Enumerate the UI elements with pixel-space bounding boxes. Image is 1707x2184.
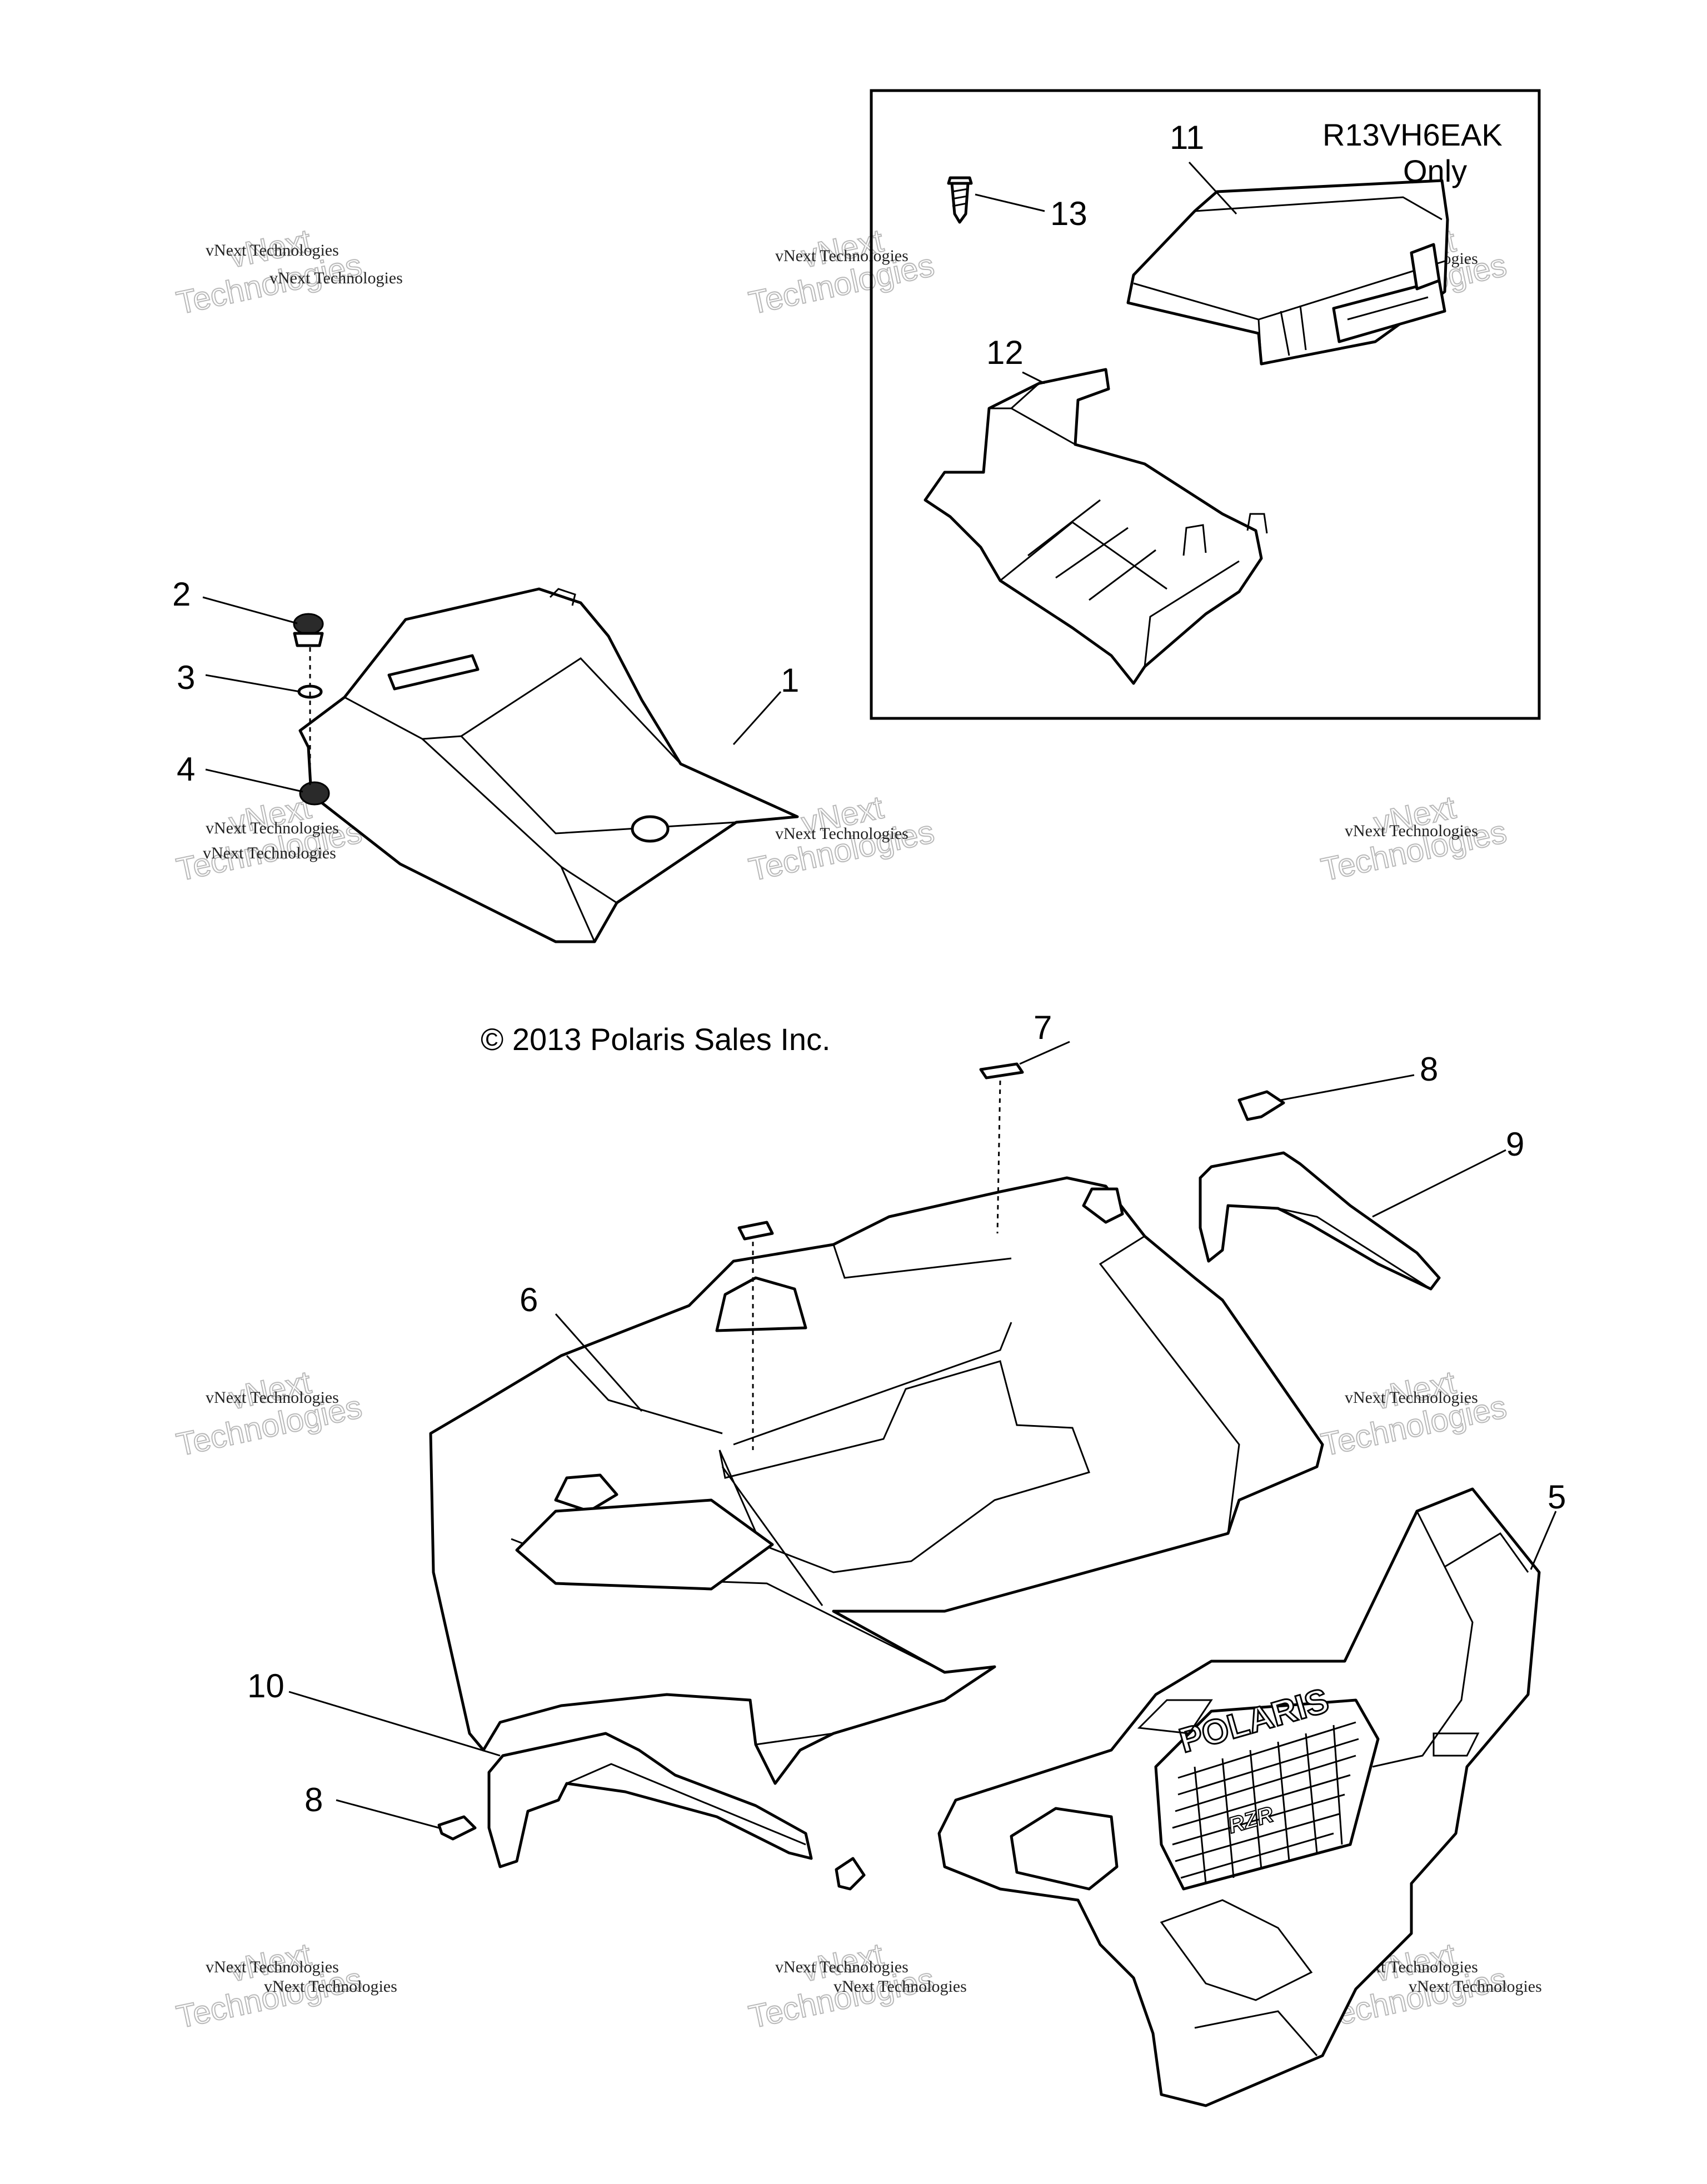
svg-text:vNext Technologies: vNext Technologies — [206, 819, 339, 837]
callout-12: 12 — [986, 334, 1024, 371]
callout-7: 7 — [1034, 1009, 1052, 1046]
part-6-hood — [429, 1176, 1324, 1785]
svg-text:vNext Technologies: vNext Technologies — [1345, 1388, 1478, 1407]
callout-3: 3 — [177, 659, 195, 696]
watermark: vNextTechnologies vNext Technologies — [745, 788, 938, 888]
svg-text:vNext Technologies: vNext Technologies — [269, 269, 403, 287]
callout-5: 5 — [1548, 1478, 1566, 1516]
copyright-notice: © 2013 Polaris Sales Inc. — [481, 1022, 831, 1057]
callout-13: 13 — [1050, 195, 1087, 232]
watermark: vNextTechnologies vNext Technologies vNe… — [166, 213, 403, 322]
callout-11: 11 — [1170, 119, 1204, 156]
watermark: vNextTechnologies vNext Technologies — [166, 1355, 366, 1463]
svg-text:vNext Technologies: vNext Technologies — [206, 1388, 339, 1407]
svg-text:vNextTechnologies: vNextTechnologies — [166, 1355, 365, 1463]
svg-text:vNextTechnologies: vNextTechnologies — [166, 213, 365, 322]
part-5-front-fascia: POLARIS RZR — [937, 1487, 1541, 2107]
watermark: vNextTechnologies vNext Technologies vNe… — [173, 1936, 397, 2036]
svg-text:vNext Technologies: vNext Technologies — [206, 1958, 339, 1976]
part-7-pad — [737, 1062, 1024, 1241]
callout-8-bottom: 8 — [305, 1781, 323, 1818]
svg-text:vNext Technologies: vNext Technologies — [775, 824, 909, 843]
svg-text:vNext Technologies: vNext Technologies — [775, 1958, 909, 1976]
grille-mesh — [1172, 1721, 1359, 1884]
inset-border — [870, 89, 1541, 720]
part-10-trim — [487, 1732, 813, 1868]
svg-text:vNext Technologies: vNext Technologies — [833, 1977, 967, 1996]
svg-text:vNext Technologies: vNext Technologies — [206, 241, 339, 259]
svg-text:vNext Technologies: vNext Technologies — [264, 1977, 397, 1996]
part-13-screw — [947, 176, 973, 224]
svg-text:vNext Technologies: vNext Technologies — [1409, 1977, 1542, 1996]
watermark: vNextTechnologies vNext Technologies vNe… — [745, 1936, 967, 2036]
part-8-rivet — [1237, 1090, 1285, 1121]
callout-9: 9 — [1506, 1126, 1524, 1163]
inset-note-model: R13VH6EAK — [1322, 117, 1503, 152]
part-9-trim — [1199, 1151, 1441, 1291]
part-8-rivet — [437, 1815, 477, 1841]
callout-8-top: 8 — [1420, 1051, 1438, 1088]
svg-text:vNext Technologies: vNext Technologies — [1345, 822, 1478, 840]
part-1-cover — [298, 587, 799, 943]
callout-10: 10 — [247, 1667, 284, 1705]
callout-6: 6 — [520, 1281, 538, 1318]
svg-text:vNextTechnologies: vNextTechnologies — [1311, 1355, 1510, 1463]
part-12-tray — [924, 368, 1268, 685]
watermark: vNextTechnologies vNext Technologies — [738, 213, 938, 322]
svg-text:vNext Technologies: vNext Technologies — [775, 247, 909, 265]
svg-text:vNext Technologies: vNext Technologies — [203, 844, 336, 862]
watermark: vNextTechnologies vNext Technologies — [1311, 1355, 1510, 1463]
part-8-rivet — [835, 1857, 866, 1891]
svg-text:vNextTechnologies: vNextTechnologies — [738, 213, 937, 322]
part-11-storage-box — [1126, 179, 1449, 366]
watermark: vNextTechnologies vNext Technologies — [1317, 788, 1510, 888]
part-4-grommet — [299, 781, 330, 806]
callout-1: 1 — [781, 662, 799, 699]
callout-4: 4 — [177, 751, 195, 788]
callout-2: 2 — [172, 576, 191, 613]
inset-panel: R13VH6EAK Only — [870, 89, 1541, 720]
part-2-quick-fastener — [293, 613, 324, 647]
